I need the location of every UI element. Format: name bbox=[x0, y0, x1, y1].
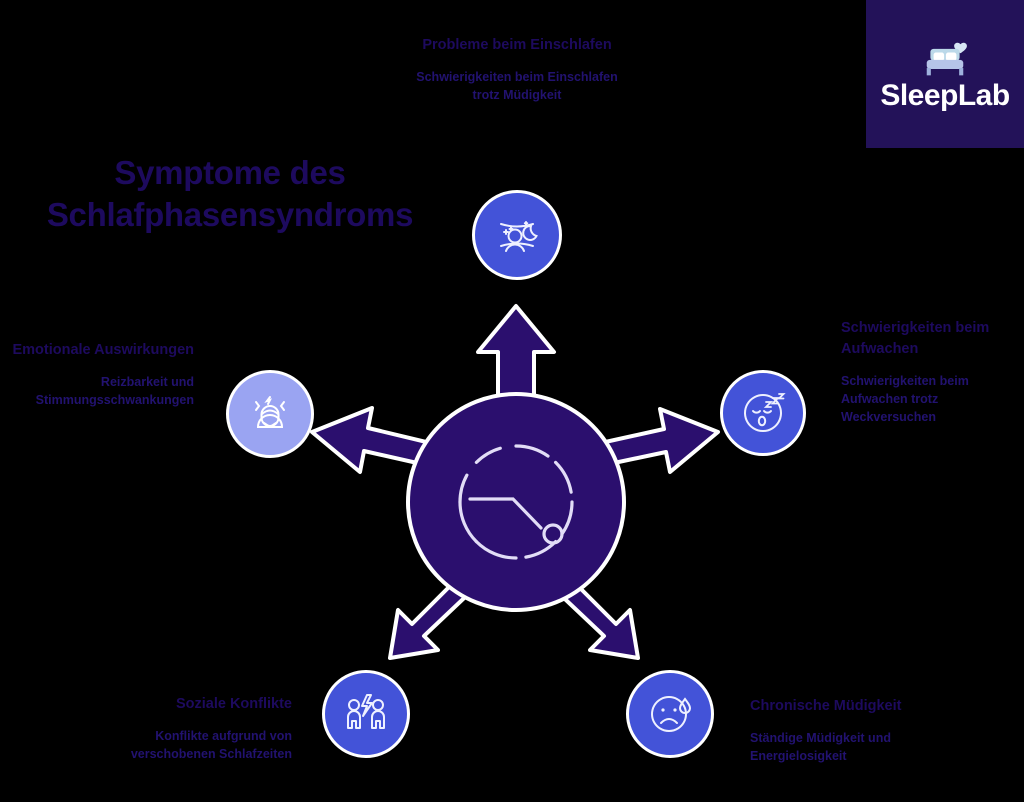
moon-stars-person-icon bbox=[500, 221, 538, 252]
node-description-soziale: Konflikte aufgrund von verschobenen Schl… bbox=[130, 729, 292, 762]
node-heading-einschlafen: Probleme beim Einschlafen bbox=[422, 37, 612, 53]
node-description-einschlafen: Schwierigkeiten beim Einschlafen trotz M… bbox=[416, 70, 618, 103]
page-title: Symptome des Schlafphasensyndroms bbox=[14, 152, 446, 235]
node-circle-einschlafen[interactable] bbox=[472, 190, 562, 280]
node-description-muedigkeit: Ständige Müdigkeit und Energielosigkeit bbox=[750, 731, 891, 764]
stressed-person-icon bbox=[255, 396, 285, 428]
node-circle-muedigkeit[interactable] bbox=[626, 670, 714, 758]
node-text-aufwachen: Schwierigkeiten beim Aufwachen Schwierig… bbox=[841, 318, 1024, 426]
node-text-soziale: Soziale Konflikte Konflikte aufgrund von… bbox=[98, 694, 292, 763]
node-description-emotionale: Reizbarkeit und Stimmungsschwankungen bbox=[35, 375, 194, 408]
sleep-clock-icon bbox=[458, 444, 574, 560]
node-heading-emotionale: Emotionale Auswirkungen bbox=[12, 342, 194, 358]
sleeping-face-zzz-icon bbox=[744, 393, 786, 432]
two-people-conflict-icon bbox=[347, 694, 385, 729]
node-heading-aufwachen: Schwierigkeiten beim Aufwachen bbox=[841, 320, 990, 358]
node-circle-soziale[interactable] bbox=[322, 670, 410, 758]
tired-face-sweat-icon bbox=[651, 696, 692, 732]
node-text-einschlafen: Probleme beim Einschlafen Schwierigkeite… bbox=[409, 35, 625, 104]
page-title-line-1: Symptome des bbox=[114, 154, 346, 191]
logo-wordmark: SleepLab bbox=[880, 79, 1010, 112]
page-title-line-2: Schlafphasensyndroms bbox=[46, 195, 414, 233]
node-circle-emotionale[interactable] bbox=[226, 370, 314, 458]
node-heading-soziale: Soziale Konflikte bbox=[175, 696, 292, 712]
sleeplab-logo-panel: SleepLab bbox=[866, 0, 1024, 148]
bed-with-heart-icon bbox=[926, 42, 967, 76]
node-text-emotionale: Emotionale Auswirkungen Reizbarkeit und … bbox=[2, 340, 194, 409]
node-heading-muedigkeit: Chronische Müdigkeit bbox=[750, 698, 902, 714]
node-circle-aufwachen[interactable] bbox=[720, 370, 806, 456]
node-text-muedigkeit: Chronische Müdigkeit Ständige Müdigkeit … bbox=[750, 696, 946, 765]
node-description-aufwachen: Schwierigkeiten beim Aufwachen trotz Wec… bbox=[841, 374, 969, 425]
